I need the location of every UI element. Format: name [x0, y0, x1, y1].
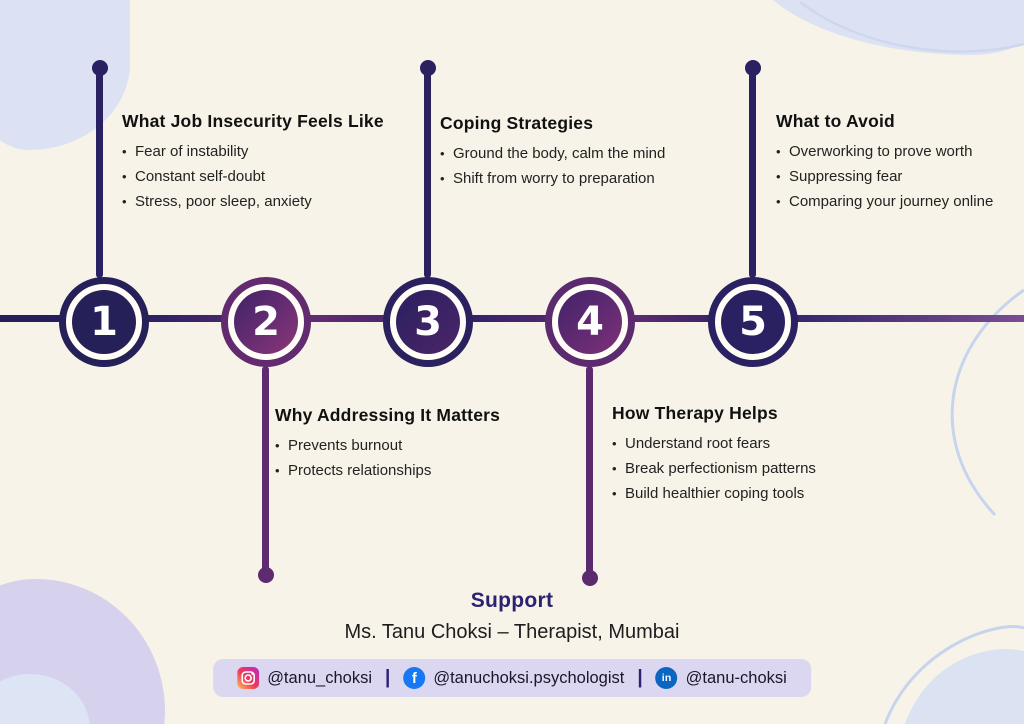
node-text-block-2: Why Addressing It Matters Prevents burno…	[275, 405, 565, 483]
background-blob-top-right	[744, 0, 1024, 55]
node-bullet: Stress, poor sleep, anxiety	[122, 189, 432, 214]
background-blob-top-left	[0, 0, 130, 150]
therapist-name: Ms. Tanu Choksi – Therapist, Mumbai	[344, 621, 680, 643]
node-number-2: 2	[234, 290, 298, 354]
connector-dot-2	[258, 567, 274, 583]
node-bullet: Break perfectionism patterns	[612, 456, 902, 481]
node-title: What to Avoid	[776, 111, 895, 131]
background-blob-bottom-right	[899, 649, 1024, 724]
support-heading: Support	[470, 589, 554, 612]
node-bullet: Overworking to prove worth	[776, 139, 1008, 164]
node-text-block-3: Coping Strategies Ground the body, calm …	[440, 113, 730, 191]
timeline-node-3: 3	[383, 277, 473, 367]
node-bullet: Comparing your journey online	[776, 189, 1008, 214]
node-title: How Therapy Helps	[612, 403, 778, 423]
instagram-handle: @tanu_choksi	[267, 668, 372, 687]
node-bullet: Protects relationships	[275, 458, 565, 483]
facebook-icon: f	[403, 667, 426, 689]
node-text-block-5: What to Avoid Overworking to prove worth…	[776, 111, 1008, 214]
node-bullet: Suppressing fear	[776, 164, 1008, 189]
node-number-3: 3	[396, 290, 460, 354]
node-bullet: Fear of instability	[122, 139, 432, 164]
social-item-instagram: @tanu_choksi	[237, 667, 372, 689]
timeline-node-4: 4	[545, 277, 635, 367]
node-number-5: 5	[721, 290, 785, 354]
social-item-linkedin: in @tanu-choksi	[655, 667, 787, 689]
node-number-1: 1	[72, 290, 136, 354]
instagram-icon	[237, 667, 260, 689]
separator: |	[637, 667, 643, 688]
connector-line-2	[262, 366, 269, 571]
node-bullet: Understand root fears	[612, 431, 902, 456]
connector-line-5	[749, 68, 756, 278]
connector-line-4	[586, 366, 593, 574]
linkedin-icon: in	[655, 667, 678, 689]
facebook-handle: @tanuchoksi.psychologist	[433, 668, 625, 687]
timeline-node-2: 2	[221, 277, 311, 367]
connector-dot-3	[420, 60, 436, 76]
connector-line-1	[96, 68, 103, 278]
connector-dot-4	[582, 570, 598, 586]
timeline-node-1: 1	[59, 277, 149, 367]
social-bar: @tanu_choksi | f @tanuchoksi.psychologis…	[213, 659, 811, 697]
connector-dot-1	[92, 60, 108, 76]
social-item-facebook: f @tanuchoksi.psychologist	[403, 667, 624, 689]
node-bullet: Prevents burnout	[275, 433, 565, 458]
separator: |	[385, 667, 391, 688]
node-title: Coping Strategies	[440, 113, 594, 133]
node-text-block-4: How Therapy Helps Understand root fears …	[612, 403, 902, 506]
node-bullet: Constant self-doubt	[122, 164, 432, 189]
node-number-4: 4	[558, 290, 622, 354]
connector-dot-5	[745, 60, 761, 76]
timeline-line	[0, 315, 1024, 322]
linkedin-handle: @tanu-choksi	[685, 668, 787, 687]
node-bullet: Shift from worry to preparation	[440, 166, 730, 191]
node-bullet: Ground the body, calm the mind	[440, 141, 730, 166]
node-text-block-1: What Job Insecurity Feels Like Fear of i…	[122, 111, 432, 214]
node-bullet: Build healthier coping tools	[612, 481, 902, 506]
timeline-node-5: 5	[708, 277, 798, 367]
node-title: Why Addressing It Matters	[275, 405, 501, 425]
node-title: What Job Insecurity Feels Like	[122, 111, 384, 131]
